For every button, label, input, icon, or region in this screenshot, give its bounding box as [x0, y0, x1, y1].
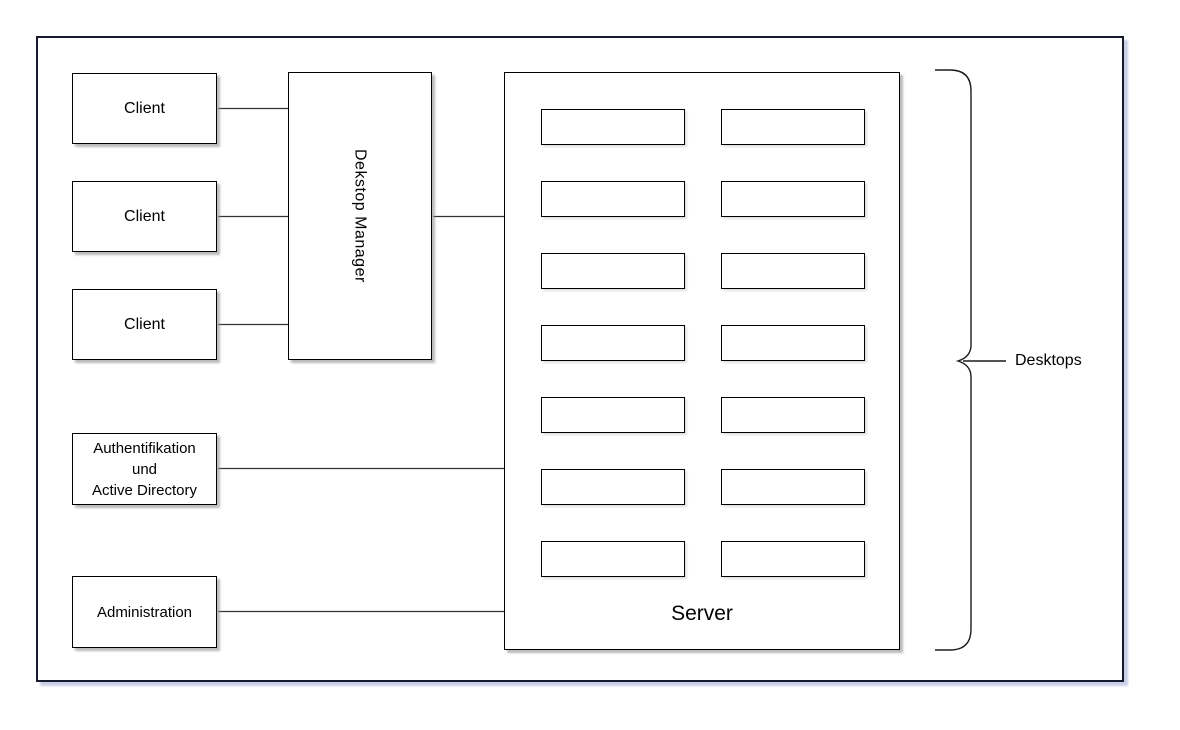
desktop-slot — [541, 253, 685, 289]
desktop-slot — [541, 469, 685, 505]
authentication-box: Authentifikation und Active Directory — [72, 433, 217, 505]
client-box-2: Client — [72, 181, 217, 252]
desktop-slot — [721, 325, 865, 361]
client-box-1: Client — [72, 73, 217, 144]
desktop-slot — [721, 541, 865, 577]
desktops-caption: Desktops — [1015, 352, 1082, 369]
administration-label: Administration — [96, 603, 193, 621]
desktop-slot — [721, 181, 865, 217]
administration-box: Administration — [72, 576, 217, 648]
desktop-slot — [541, 397, 685, 433]
desktop-slot — [721, 469, 865, 505]
desktop-slot — [541, 541, 685, 577]
desktop-slot — [541, 181, 685, 217]
desktop-slot — [721, 253, 865, 289]
client-box-2-label: Client — [124, 208, 165, 225]
desktop-slot — [721, 109, 865, 145]
client-box-1-label: Client — [124, 100, 165, 117]
desktop-slot — [541, 325, 685, 361]
server-box: Server — [504, 72, 900, 650]
server-label: Server — [671, 602, 733, 625]
client-box-3: Client — [72, 289, 217, 360]
client-box-3-label: Client — [124, 316, 165, 333]
desktop-manager-box: Dekstop Manager — [288, 72, 432, 360]
desktop-slot — [721, 397, 865, 433]
desktop-slot — [541, 109, 685, 145]
desktop-manager-label: Dekstop Manager — [351, 149, 369, 283]
authentication-label: Authentifikation und Active Directory — [91, 439, 198, 499]
